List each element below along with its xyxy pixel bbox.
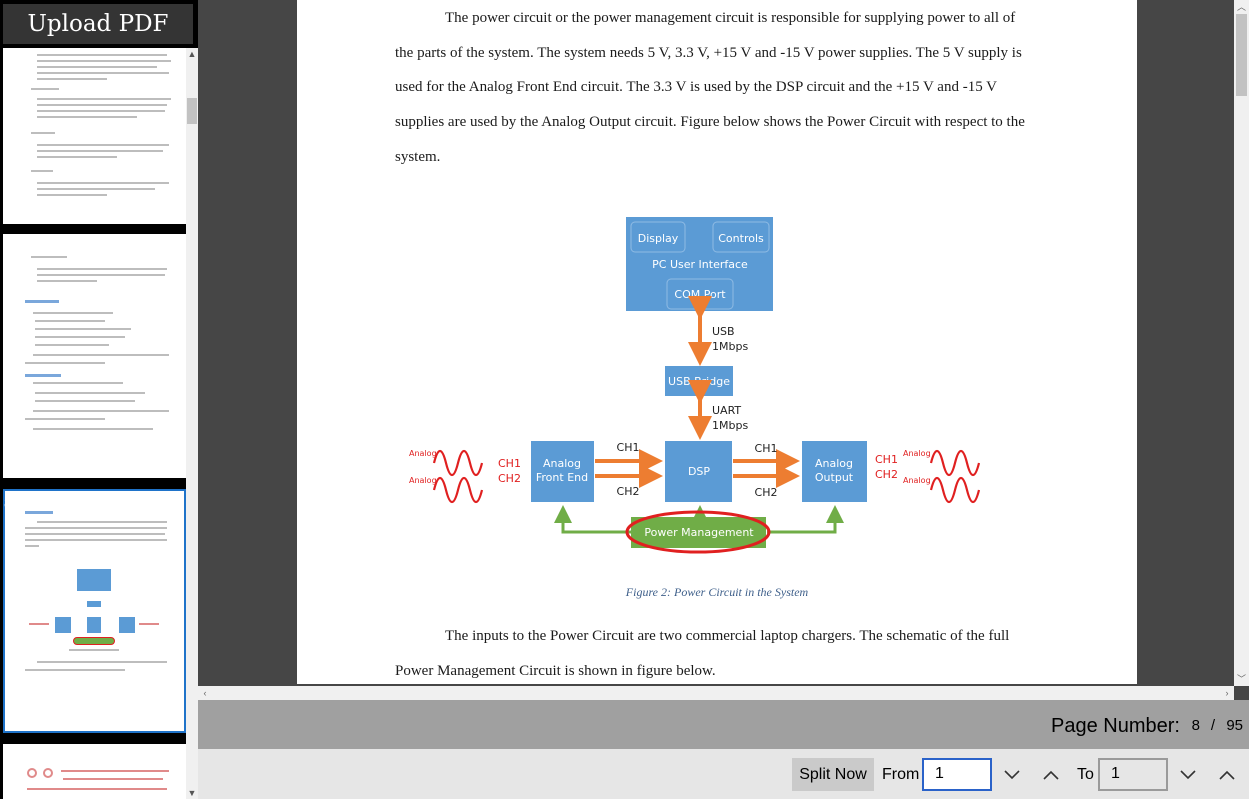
- from-increment-button[interactable]: [1033, 758, 1069, 791]
- ch1-label: CH1: [755, 442, 778, 455]
- controls-block: [712, 221, 770, 253]
- dsp-block: [665, 441, 732, 502]
- ao-label-line1: Analog: [815, 457, 853, 470]
- text-line: supplies are used by the Analog Output c…: [395, 114, 1025, 130]
- thumbnail-number: 8: [4, 495, 13, 512]
- chevron-up-icon: [1219, 770, 1235, 780]
- ch1-output-label: CH1: [875, 453, 898, 466]
- text-line: Power Management Circuit is shown in fig…: [395, 663, 716, 679]
- ao-label-line2: Output: [815, 471, 854, 484]
- thumbnail-page[interactable]: [3, 234, 186, 478]
- current-page: 8: [1191, 717, 1200, 734]
- text-line: used for the Analog Front End circuit. T…: [395, 79, 998, 95]
- thumbnail-number: 9: [4, 750, 13, 767]
- usb-speed-label: 1Mbps: [712, 340, 748, 353]
- text-line: The power circuit or the power managemen…: [445, 10, 1016, 26]
- power-management-label: Power Management: [644, 526, 754, 539]
- scroll-up-icon[interactable]: ▲: [187, 49, 197, 59]
- to-label: To: [1077, 766, 1094, 783]
- scroll-up-icon[interactable]: ︿: [1236, 2, 1246, 12]
- text-line: The inputs to the Power Circuit are two …: [445, 628, 1010, 644]
- thumbnail-number: 7: [4, 240, 13, 257]
- sidebar-scrollbar[interactable]: ▲ ▼: [186, 48, 198, 799]
- ch1-input-label: CH1: [498, 457, 521, 470]
- thumbnail-page-selected[interactable]: [3, 489, 186, 733]
- system-block-diagram: Display Controls PC User Interface COM P…: [409, 217, 981, 554]
- text-line: the parts of the system. The system need…: [395, 45, 1022, 61]
- horizontal-scrollbar[interactable]: ‹ ›: [198, 686, 1234, 700]
- split-now-button[interactable]: Split Now: [792, 758, 874, 791]
- page-number-bar: Page Number: 8 / 95: [198, 700, 1249, 749]
- scroll-down-icon[interactable]: ﹀: [1236, 674, 1246, 684]
- thumbnail-page[interactable]: [3, 48, 186, 224]
- sine-wave-icon: [432, 476, 484, 504]
- total-pages: 95: [1226, 717, 1243, 734]
- uart-label: UART: [712, 404, 741, 417]
- from-label: From: [882, 766, 920, 783]
- pc-ui-label: PC User Interface: [652, 258, 748, 271]
- ch2-label: CH2: [755, 486, 778, 499]
- usb-bridge-label: USB Bridge: [668, 375, 730, 388]
- controls-label: Controls: [718, 232, 764, 245]
- analog-label: Analog: [409, 476, 437, 485]
- com-port-label: COM Port: [674, 288, 726, 301]
- sine-wave-icon: [929, 476, 981, 504]
- chevron-down-icon: [1004, 769, 1020, 779]
- analog-output-block: [802, 441, 867, 502]
- afe-label-line2: Front End: [536, 471, 588, 484]
- usb-label: USB: [712, 325, 735, 338]
- split-toolbar: Split Now From 1 To 1: [198, 749, 1249, 799]
- chevron-up-icon: [1043, 770, 1059, 780]
- to-decrement-button[interactable]: [1170, 758, 1206, 791]
- from-page-input[interactable]: 1: [922, 758, 992, 791]
- display-block: [630, 221, 686, 253]
- thumbnail-sidebar: Upload PDF: [0, 0, 198, 799]
- upload-pdf-button[interactable]: Upload PDF: [3, 4, 193, 44]
- highlight-ellipse: [625, 510, 771, 554]
- ch2-input-label: CH2: [498, 472, 521, 485]
- to-page-input[interactable]: 1: [1098, 758, 1168, 791]
- display-label: Display: [638, 232, 679, 245]
- analog-label: Analog: [903, 449, 931, 458]
- ch2-label: CH2: [617, 485, 640, 498]
- scroll-thumb[interactable]: [1236, 14, 1247, 96]
- uart-speed-label: 1Mbps: [712, 419, 748, 432]
- analog-front-end-block: [531, 441, 594, 502]
- scroll-left-icon[interactable]: ‹: [203, 688, 207, 698]
- dsp-label: DSP: [688, 465, 710, 478]
- scroll-right-icon[interactable]: ›: [1225, 688, 1229, 698]
- ch1-label: CH1: [617, 441, 640, 454]
- power-management-block: [631, 517, 766, 548]
- vertical-scrollbar[interactable]: ︿ ﹀: [1234, 0, 1249, 686]
- pdf-page: The power circuit or the power managemen…: [297, 0, 1137, 684]
- sine-wave-icon: [929, 449, 981, 477]
- ch2-output-label: CH2: [875, 468, 898, 481]
- figure-caption: Figure 2: Power Circuit in the System: [625, 585, 809, 599]
- scroll-down-icon[interactable]: ▼: [187, 788, 197, 798]
- thumbnail-page[interactable]: [3, 744, 186, 799]
- text-line: system.: [395, 149, 441, 165]
- afe-label-line1: Analog: [543, 457, 581, 470]
- analog-label: Analog: [409, 449, 437, 458]
- from-decrement-button[interactable]: [994, 758, 1030, 791]
- page-number-label: Page Number:: [1051, 715, 1180, 737]
- page-separator: /: [1210, 717, 1215, 734]
- to-increment-button[interactable]: [1209, 758, 1245, 791]
- chevron-down-icon: [1180, 769, 1196, 779]
- pdf-viewer[interactable]: The power circuit or the power managemen…: [198, 0, 1249, 700]
- sine-wave-icon: [432, 449, 484, 477]
- scroll-thumb[interactable]: [187, 98, 197, 124]
- analog-label: Analog: [903, 476, 931, 485]
